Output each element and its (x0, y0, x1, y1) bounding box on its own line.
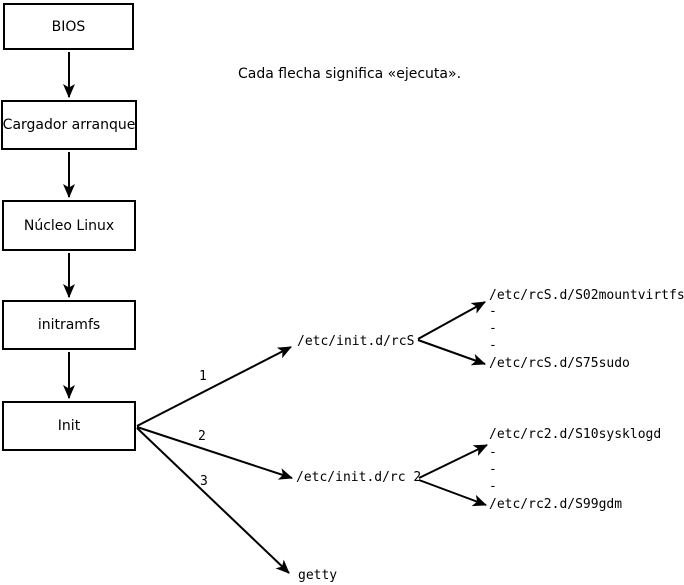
rc2-ellipsis: - - - (489, 444, 497, 495)
arrow-rc2-to-last-script (418, 479, 487, 507)
ellipsis-dash: - (489, 445, 497, 460)
branch-number-2: 2 (198, 429, 206, 444)
path-rc2-last-script: /etc/rc2.d/S99gdm (489, 497, 623, 512)
bootloader-box: Cargador arranque (1, 100, 137, 150)
kernel-box-label: Núcleo Linux (23, 217, 115, 234)
arrow-init-to-rcS (136, 346, 292, 427)
rcS-ellipsis: - - - (489, 303, 497, 354)
arrow-init-to-rc2 (136, 426, 293, 480)
kernel-box: Núcleo Linux (2, 200, 136, 251)
path-init-d-rc2: /etc/init.d/rc 2 (296, 470, 422, 485)
arrow-init-to-getty (136, 427, 290, 574)
bootloader-box-label: Cargador arranque (2, 117, 136, 133)
ellipsis-dash: - (489, 321, 497, 336)
path-rcS-first-script: /etc/rcS.d/S02mountvirtfs (489, 288, 684, 303)
arrow-rc2-to-first-script (418, 444, 488, 479)
path-rc2-first-script: /etc/rc2.d/S10sysklogd (489, 427, 662, 442)
ellipsis-dash: - (489, 304, 497, 319)
path-rcS-last-script: /etc/rcS.d/S75sudo (489, 356, 630, 371)
bios-box: BIOS (3, 3, 134, 50)
branch-number-3: 3 (200, 474, 208, 489)
path-init-d-rcS: /etc/init.d/rcS (297, 334, 415, 349)
initramfs-box: initramfs (2, 300, 136, 350)
ellipsis-dash: - (489, 479, 497, 494)
arrow-rcS-to-last-script (417, 339, 486, 366)
bios-box-label: BIOS (51, 18, 86, 35)
ellipsis-dash: - (489, 338, 497, 353)
ellipsis-dash: - (489, 462, 497, 477)
init-box: Init (2, 401, 136, 451)
arrow-rcS-to-first-script (417, 301, 486, 340)
getty-label: getty (298, 568, 338, 583)
init-box-label: Init (57, 418, 81, 434)
initramfs-box-label: initramfs (37, 317, 101, 333)
diagram-caption: Cada flecha significa «ejecuta». (238, 66, 462, 82)
branch-number-1: 1 (199, 369, 207, 384)
